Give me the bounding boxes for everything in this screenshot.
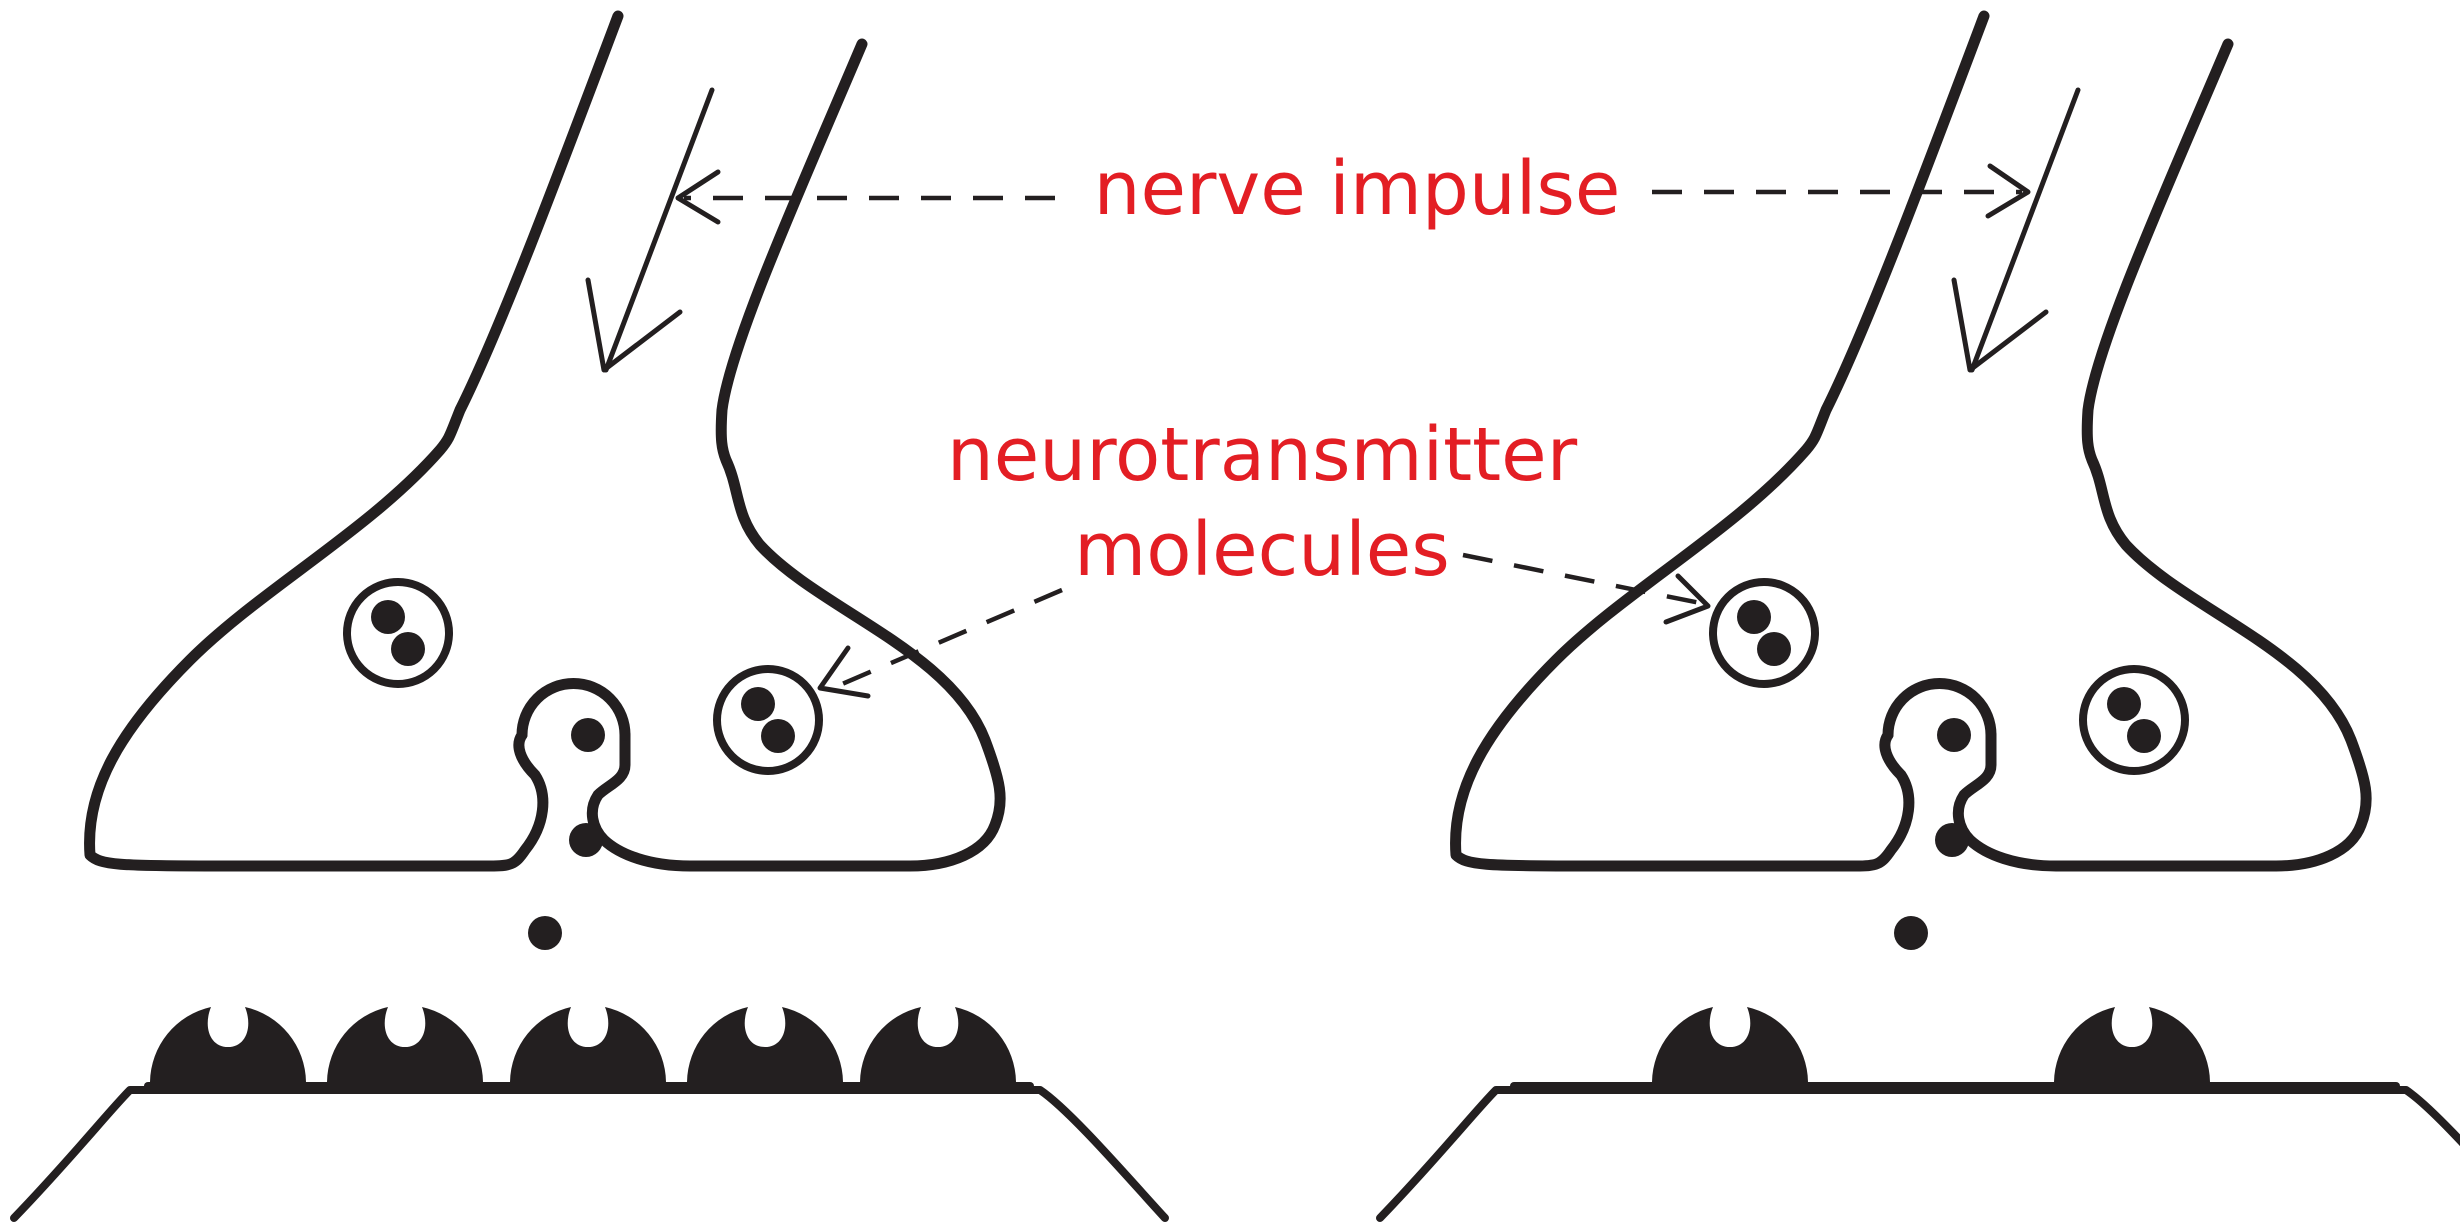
nerve-impulse-pointer-left — [678, 172, 1055, 222]
left-nerve-impulse-arrow — [588, 90, 712, 370]
left-vesicle-1 — [347, 582, 449, 684]
right-vesicle-1 — [1713, 582, 1815, 684]
right-nerve-impulse-arrow — [1954, 90, 2078, 370]
right-postsynaptic-membrane — [1380, 1086, 2460, 1218]
left-presynaptic-terminal — [90, 16, 1001, 950]
neurotransmitter-label-line1: neurotransmitter — [947, 412, 1578, 498]
left-postsynaptic-membrane — [14, 1086, 1165, 1218]
left-vesicle-2 — [717, 669, 819, 771]
right-receptors — [1652, 1007, 2210, 1082]
right-vesicle-2 — [2083, 669, 2185, 771]
neurotransmitter-label-line2: molecules — [1074, 507, 1450, 593]
nerve-impulse-pointer-right — [1652, 166, 2028, 216]
left-receptors — [150, 1007, 1016, 1082]
nerve-impulse-label: nerve impulse — [1094, 146, 1621, 232]
